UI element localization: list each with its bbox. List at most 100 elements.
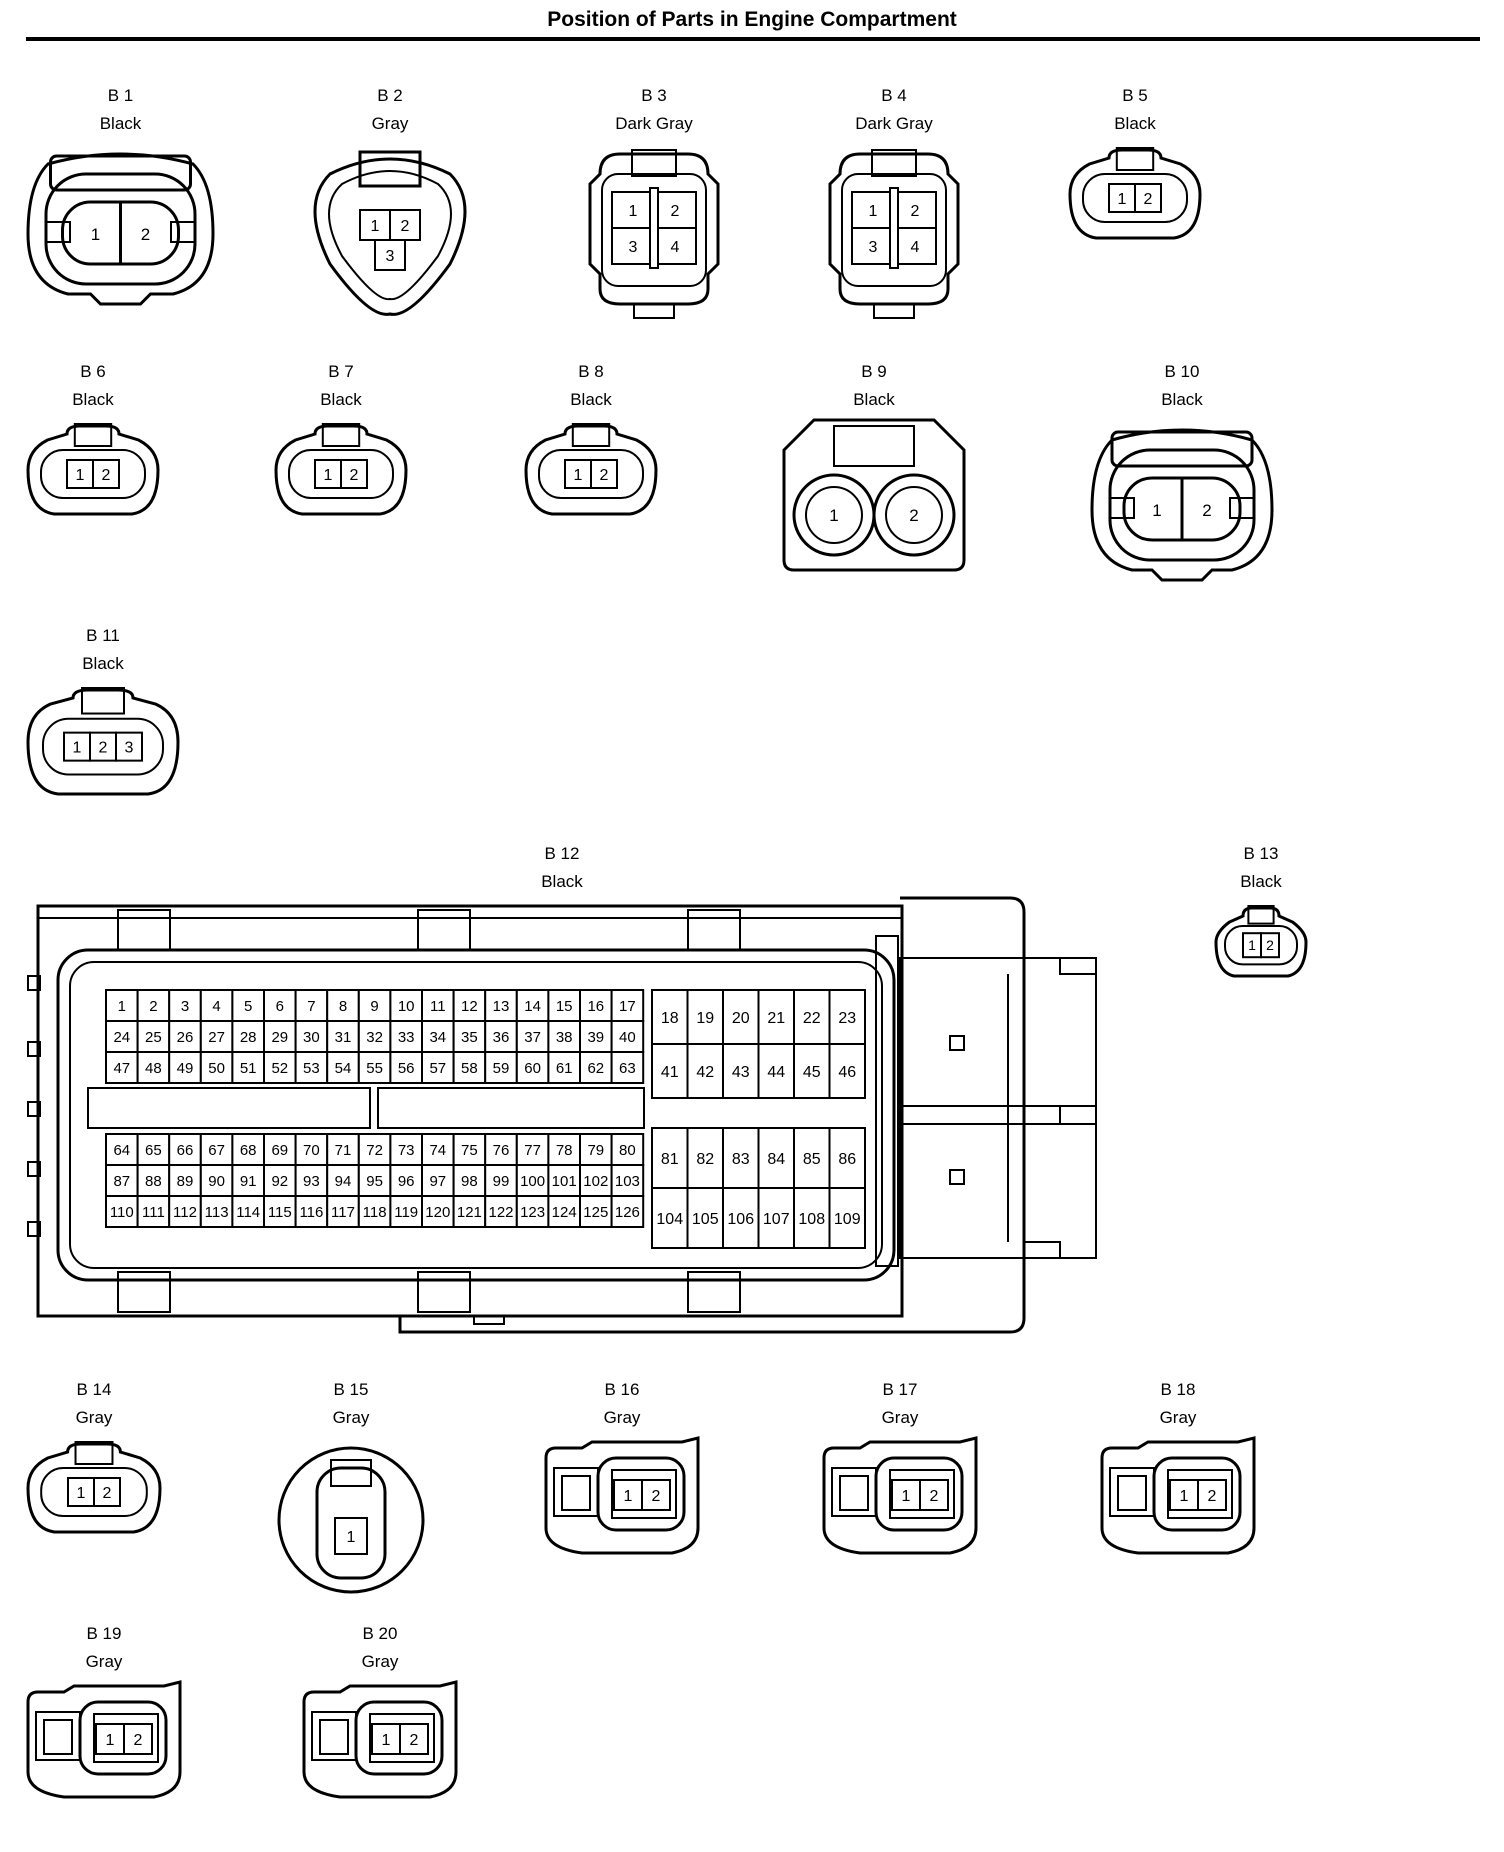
connector-shape: 1 [277, 1446, 425, 1594]
pin-cell [357, 989, 392, 1022]
pin-label: 49 [177, 1060, 194, 1077]
pin-cell [722, 989, 760, 1045]
pin-cell [515, 1020, 550, 1053]
pin-label: 63 [619, 1060, 636, 1077]
pin-cell [579, 989, 613, 1022]
pin-label: 1 [76, 467, 85, 484]
pin-cell [92, 459, 120, 489]
pin-cell [579, 1020, 613, 1053]
pin-label: 3 [869, 239, 878, 256]
pin-cell [828, 1127, 866, 1189]
pin-cell [452, 1020, 487, 1053]
pin-cell [326, 1195, 360, 1228]
pin-cell [851, 227, 895, 265]
pin-cell [136, 1133, 171, 1166]
pin-cell [357, 1051, 392, 1084]
pin-label: 115 [268, 1204, 292, 1221]
pin-cell [294, 1195, 329, 1228]
connector-code: B 14 [76, 1380, 112, 1399]
pin-label: 28 [240, 1029, 257, 1046]
pin-cell [651, 1043, 689, 1099]
pin-label: 1 [629, 203, 638, 220]
pin-cell [63, 731, 91, 762]
pin-label: 122 [488, 1204, 513, 1221]
pin-label: 86 [838, 1151, 856, 1168]
pin-label: 73 [398, 1142, 415, 1159]
pin-label: 71 [335, 1142, 352, 1159]
pin-label: 46 [838, 1064, 856, 1081]
pin-label: 114 [236, 1204, 260, 1221]
pin-label: 62 [587, 1060, 604, 1077]
pin-cell [314, 459, 342, 489]
pin-label: 117 [331, 1204, 355, 1221]
pin-label: 102 [583, 1173, 608, 1190]
pin-label: 24 [113, 1029, 130, 1046]
pin-cell [828, 1043, 866, 1099]
pin-label: 47 [113, 1060, 130, 1077]
pin-cell [1197, 1479, 1227, 1511]
pin-label: 2 [652, 1488, 661, 1505]
pin-label: 43 [732, 1064, 750, 1081]
pin-cell [610, 1051, 645, 1084]
pin-cell [828, 989, 866, 1045]
pin-label: 2 [600, 467, 609, 484]
pin-label: 126 [615, 1204, 640, 1221]
pin-label: 98 [461, 1173, 478, 1190]
pin-cell [231, 1195, 265, 1228]
pin-label: 95 [366, 1173, 383, 1190]
pin-label: 97 [429, 1173, 446, 1190]
pin-label: 101 [552, 1173, 577, 1190]
connector-code: B 1 [107, 86, 134, 105]
pin-label: 72 [366, 1142, 383, 1159]
pin-cell [611, 191, 655, 229]
connector-color: Dark Gray [855, 114, 933, 133]
pin-cell [452, 1195, 487, 1228]
connector-code: B 16 [604, 1380, 640, 1399]
pin-label: 89 [177, 1173, 194, 1190]
pin-cell [515, 1133, 550, 1166]
pin-label: 40 [619, 1029, 636, 1046]
pin-label: 35 [461, 1029, 478, 1046]
connector-code: B 20 [362, 1624, 398, 1643]
pin-label: 1 [574, 467, 583, 484]
pin-cell [564, 459, 592, 489]
pin-label: 42 [696, 1064, 714, 1081]
pin-label: 1 [73, 739, 82, 756]
pin-label: 112 [173, 1204, 197, 1221]
pin-label: 51 [240, 1060, 257, 1077]
pin-cell [610, 1133, 645, 1166]
pin-label: 30 [303, 1029, 320, 1046]
pin-cell [484, 1020, 518, 1053]
pin-label: 22 [803, 1010, 821, 1027]
pin-label: 3 [386, 248, 395, 265]
pin-label: 78 [556, 1142, 573, 1159]
pin-label: 13 [493, 998, 510, 1015]
pin-label: 3 [181, 998, 189, 1015]
pin-label: 16 [587, 998, 604, 1015]
pin-label: 2 [99, 739, 108, 756]
pin-cell [610, 989, 645, 1022]
pin-cell [686, 1127, 724, 1189]
pin-label: 10 [398, 998, 415, 1015]
pin-label: 93 [303, 1173, 320, 1190]
connector-code: B 4 [881, 86, 907, 105]
pin-label: 2 [102, 467, 111, 484]
pin-cell [199, 989, 234, 1022]
pin-cell [1260, 932, 1280, 959]
pin-cell [399, 1723, 429, 1755]
pin-cell [579, 1133, 613, 1166]
pin-cell [547, 1195, 582, 1228]
pin-label: 2 [401, 218, 410, 235]
pin-label: 2 [1208, 1488, 1217, 1505]
svg-text:1: 1 [829, 506, 838, 525]
pin-cell [105, 1051, 139, 1084]
pin-label: 1 [77, 1485, 86, 1502]
pin-label: 85 [803, 1151, 821, 1168]
pin-label: 87 [113, 1173, 130, 1190]
pin-label: 1 [324, 467, 333, 484]
pin-label: 121 [457, 1204, 482, 1221]
